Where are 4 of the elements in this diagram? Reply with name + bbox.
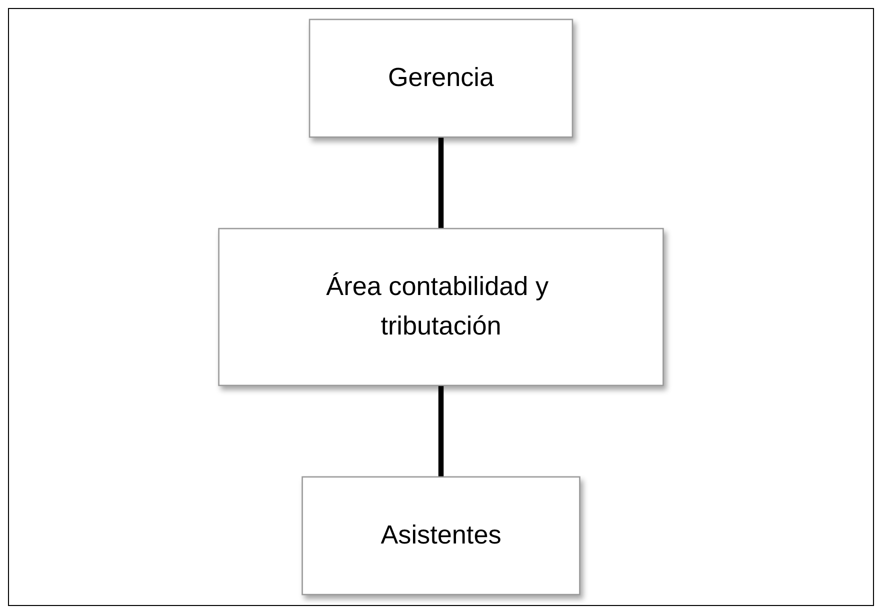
- diagram-frame: Gerencia Área contabilidad y tributación Asistentes: [8, 8, 874, 606]
- node-box: [218, 228, 664, 386]
- node-box: [302, 476, 580, 596]
- node-box: [308, 18, 574, 138]
